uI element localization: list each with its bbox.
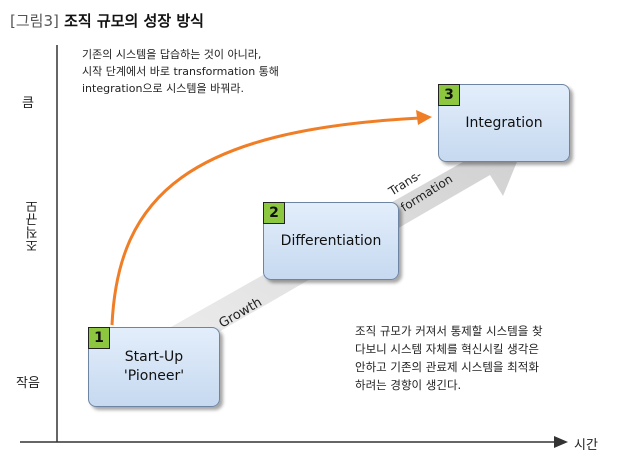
top-note-line: integration으로 시스템을 바꿔라. <box>82 82 244 95</box>
stage-label-line: Integration <box>465 115 543 131</box>
stage-number-badge: 2 <box>263 202 285 224</box>
transformation-curve-arrowhead <box>416 110 432 125</box>
bottom-note: 조직 규모가 커져서 통제할 시스템을 찾 다보니 시스템 자체를 혁신시킬 생… <box>355 322 543 394</box>
stage-box-startup: 1 Start-Up 'Pioneer' <box>88 327 220 407</box>
figure-number: [그림3] <box>10 12 59 30</box>
bottom-note-line: 다보니 시스템 자체를 혁신시킬 생각은 <box>355 342 539 356</box>
bottom-note-line: 조직 규모가 커져서 통제할 시스템을 찾 <box>355 324 543 338</box>
stage-box-integration: 3 Integration <box>438 84 570 162</box>
top-note-line: 시작 단계에서 바로 transformation 통해 <box>82 65 279 78</box>
stage-label-line: Start-Up <box>124 349 184 365</box>
stage-label: Differentiation <box>264 233 398 249</box>
y-axis-bottom-label: 작음 <box>16 376 40 391</box>
y-axis-top-label: 큼 <box>22 96 34 111</box>
stage-number-badge: 1 <box>88 327 110 349</box>
top-note-line: 기존의 시스템을 답습하는 것이 아니라, <box>82 48 262 61</box>
transformation-curve-arrow <box>110 116 421 326</box>
bottom-note-line: 안하고 기존의 관료제 시스템을 최적화 <box>355 360 539 374</box>
top-note: 기존의 시스템을 답습하는 것이 아니라, 시작 단계에서 바로 transfo… <box>82 46 279 97</box>
y-axis-title: 조직규모 <box>26 200 41 252</box>
x-axis-label: 시간 <box>574 438 598 453</box>
stage-label: Integration <box>439 115 569 131</box>
stage-label-line: Differentiation <box>280 233 382 249</box>
stage-label: Start-Up 'Pioneer' <box>89 348 219 386</box>
figure-title-text: 조직 규모의 성장 방식 <box>64 12 204 30</box>
x-axis-arrowhead <box>554 436 568 448</box>
stage-label-line: 'Pioneer' <box>123 368 185 384</box>
stage-box-differentiation: 2 Differentiation <box>263 202 399 280</box>
figure-title: [그림3] 조직 규모의 성장 방식 <box>10 10 204 31</box>
bottom-note-line: 하려는 경향이 생긴다. <box>355 378 462 392</box>
stage-number-badge: 3 <box>438 84 460 106</box>
